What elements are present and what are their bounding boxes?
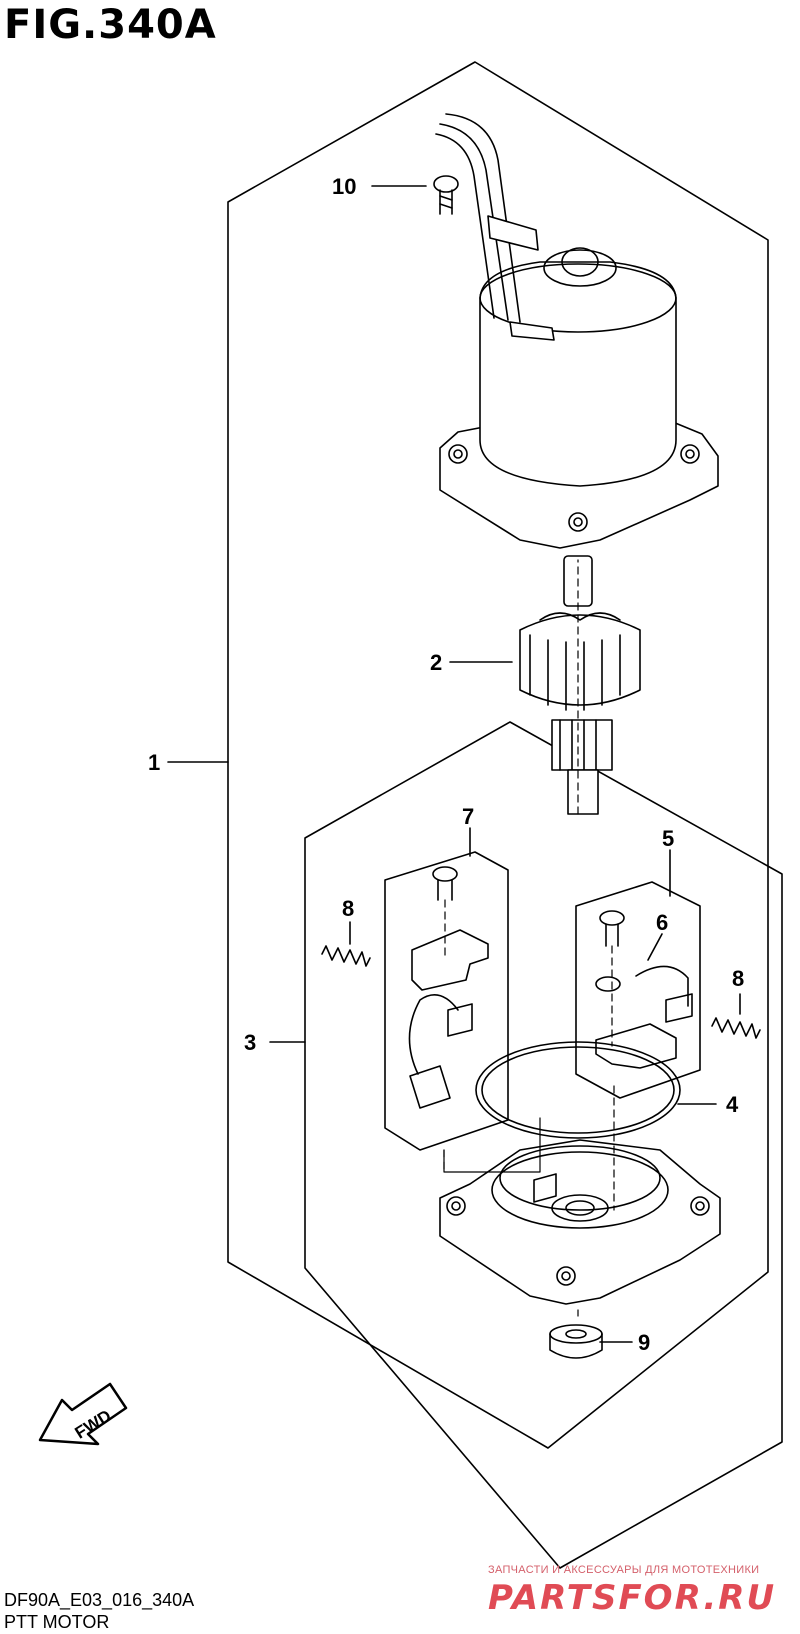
callout-5: 5 bbox=[662, 826, 674, 851]
brush-holder-7 bbox=[408, 866, 489, 1109]
brush-holder-5 bbox=[595, 910, 693, 1069]
watermark-logo: PARTSFOR.RU bbox=[488, 1578, 777, 1618]
brush-holder-5-frame bbox=[575, 881, 701, 1099]
assembly-frame-1 bbox=[227, 61, 769, 1449]
callout-4: 4 bbox=[726, 1092, 739, 1117]
motor-wires bbox=[435, 113, 555, 341]
callout-9: 9 bbox=[638, 1330, 650, 1355]
spring-8-left bbox=[321, 945, 371, 967]
brush-holder-7-frame bbox=[384, 851, 509, 1151]
callout-8-right: 8 bbox=[732, 966, 744, 991]
spring-8-right bbox=[711, 1017, 761, 1039]
diagram-code: DF90A_E03_016_340A bbox=[4, 1590, 195, 1610]
callout-3: 3 bbox=[244, 1030, 256, 1055]
screw-10 bbox=[433, 175, 459, 215]
diagram-caption: PTT MOTOR bbox=[4, 1612, 110, 1632]
callout-10: 10 bbox=[332, 174, 356, 199]
callout-2: 2 bbox=[430, 650, 442, 675]
figure-title: FIG.340A bbox=[4, 2, 217, 48]
callout-6: 6 bbox=[656, 910, 668, 935]
callout-8-left: 8 bbox=[342, 896, 354, 921]
bushing-9 bbox=[549, 1324, 603, 1359]
armature-2 bbox=[519, 555, 641, 815]
callout-7: 7 bbox=[462, 804, 474, 829]
assembly-frame-3 bbox=[304, 721, 783, 1569]
o-ring-4 bbox=[475, 1041, 681, 1139]
callout-1: 1 bbox=[148, 750, 160, 775]
end-cap bbox=[439, 1139, 721, 1305]
fwd-arrow-icon: FWD bbox=[38, 1382, 128, 1446]
watermark-tagline: ЗАПЧАСТИ И АКСЕССУАРЫ ДЛЯ МОТОТЕХНИКИ bbox=[488, 1564, 760, 1576]
motor-housing bbox=[439, 247, 719, 549]
